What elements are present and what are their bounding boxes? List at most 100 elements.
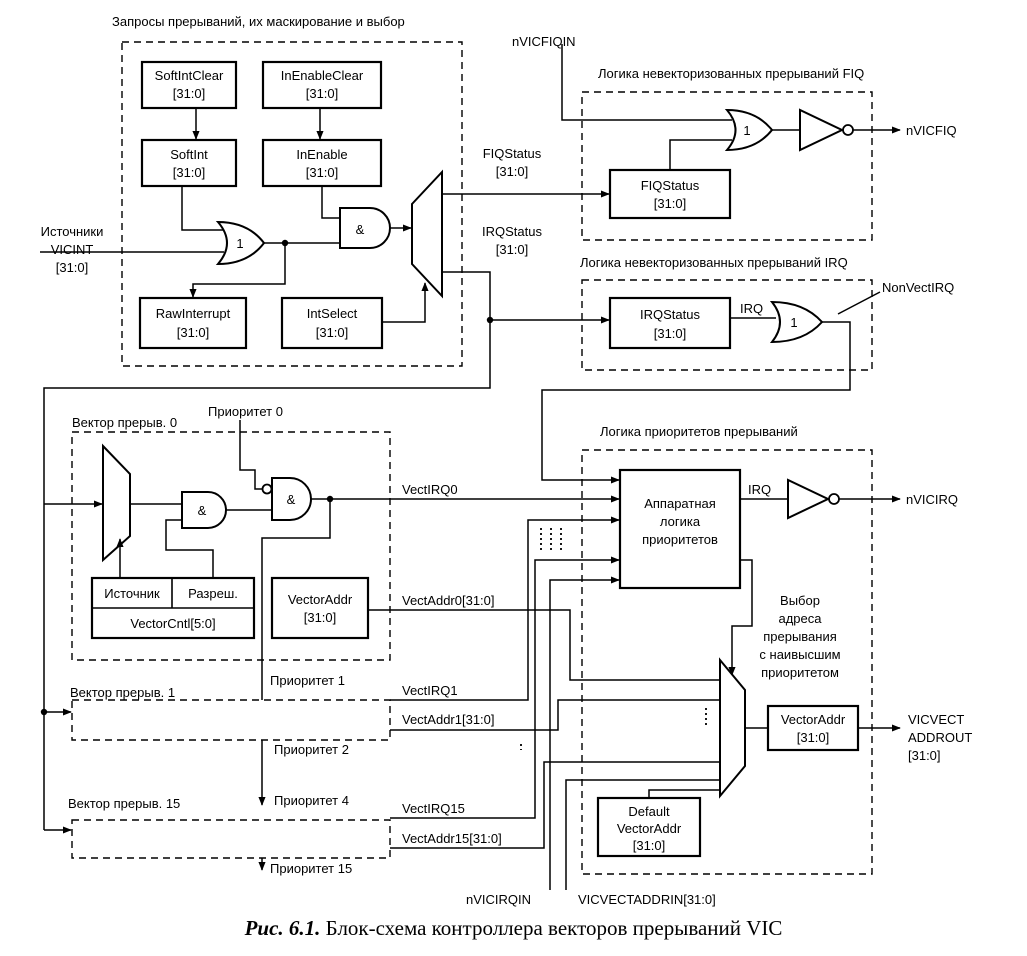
or-gate-irq-label: 1: [790, 315, 797, 330]
or-gate-fiq: [724, 108, 774, 152]
vector1-group: [71, 699, 391, 741]
addr-select-line3: прерывания: [763, 629, 837, 644]
priority0-label: Приоритет 0: [208, 404, 283, 419]
wire-nvicfiqin: [561, 44, 732, 121]
vectaddr1-label: VectAddr1[31:0]: [402, 712, 495, 727]
default-vectoraddr-line3: [31:0]: [633, 838, 666, 853]
wire-intselect-mux: [382, 282, 429, 323]
vectoraddr0-register: [270, 576, 370, 640]
wire-vectirq15: [390, 556, 620, 819]
irq-priority-out-label: IRQ: [748, 482, 771, 497]
wire-hw-priority-mux: [728, 559, 753, 676]
nvicirq-label: nVICIRQ: [906, 492, 958, 507]
vector15-title: Вектор прерыв. 15: [68, 796, 180, 811]
wire-vicvectaddrin: [565, 779, 719, 890]
hw-priority-logic-block: [618, 468, 742, 590]
wire-priority0: [239, 420, 262, 490]
vectoraddr-output-label: VectorAddr: [781, 712, 846, 727]
addr-select-line5: приоритетом: [761, 665, 839, 680]
fiq-logic-title: Логика невекторизованных прерываний FIQ: [598, 66, 864, 81]
wire-inenable-and: [321, 186, 340, 219]
vectirq0-label: VectIRQ0: [402, 482, 458, 497]
inenable-range: [31:0]: [306, 165, 339, 180]
wire-vectaddr1: [390, 699, 719, 731]
wire-nonvectirq: [541, 321, 851, 484]
or-gate-requests: [215, 220, 266, 266]
wire-vectaddr15: [390, 761, 719, 849]
fiqstatus-bus-label1: FIQStatus: [483, 146, 542, 161]
nvicfiqin-label: nVICFIQIN: [512, 34, 576, 49]
priority-logic-group: [581, 449, 873, 875]
figure-number: Рис. 6.1.: [244, 916, 321, 940]
irqstatus-register: [608, 296, 732, 350]
irqstatus-bus-label1: IRQStatus: [482, 224, 542, 239]
fiqstatus-bus-label2: [31:0]: [496, 164, 529, 179]
and-gate-vector0-priority-label: &: [287, 492, 296, 507]
vicvectaddrout-line1: VICVECT: [908, 712, 964, 727]
irqstatus-range: [31:0]: [654, 326, 687, 341]
irq-inverter: [787, 478, 831, 520]
vectirq1-label: VectIRQ1: [402, 683, 458, 698]
hw-priority-line3: приоритетов: [642, 532, 718, 547]
requests-title: Запросы прерываний, их маскирование и вы…: [112, 14, 405, 29]
wire-softint-or: [181, 186, 224, 231]
vector0-group: [71, 431, 391, 661]
fiq-inverter-bubble: [842, 124, 854, 136]
wire-enable-and-small: [165, 519, 214, 578]
irq-logic-group: [581, 279, 873, 371]
priority4-label: Приоритет 4: [274, 793, 349, 808]
wire-priority1-out: [261, 499, 331, 700]
junction-vector1: [40, 708, 48, 716]
default-vectoraddr-line1: Default: [628, 804, 670, 819]
and-gate-vector0-enable: [181, 491, 227, 529]
vectaddr0-label: VectAddr0[31:0]: [402, 593, 495, 608]
softint-register: [140, 138, 238, 188]
wire-irqstatus-vectors: [43, 320, 491, 830]
vicvectaddrout-line3: [31:0]: [908, 748, 941, 763]
fiq-logic-group: [581, 91, 873, 241]
rawinterrupt-register: [138, 296, 248, 350]
rawinterrupt-label: RawInterrupt: [156, 306, 231, 321]
inenableclear-range: [31:0]: [306, 86, 339, 101]
wire-mux-irqstatus: [442, 271, 491, 320]
softint-range: [31:0]: [173, 165, 206, 180]
sources-label-line1: Источники: [41, 224, 104, 239]
softint-label: SoftInt: [170, 147, 208, 162]
vectoraddr0-label: VectorAddr: [288, 592, 353, 607]
wire-vectaddr0: [368, 609, 719, 681]
vectoraddr0-range: [31:0]: [304, 610, 337, 625]
inenableclear-register: [261, 60, 383, 110]
sources-label-line2: VICINT: [51, 242, 94, 257]
requests-group: [121, 41, 463, 367]
enable-field-label: Разреш.: [188, 586, 238, 601]
inenableclear-label: InEnableClear: [281, 68, 364, 83]
softintclear-label: SoftIntClear: [155, 68, 224, 83]
vector0-title: Вектор прерыв. 0: [72, 415, 177, 430]
or-gate-fiq-label: 1: [743, 123, 750, 138]
status-select-mux: [411, 169, 443, 299]
vectirq15-label: VectIRQ15: [402, 801, 465, 816]
source-field-label: Источник: [104, 586, 160, 601]
ellipsis-irq-inputs: [540, 528, 562, 552]
hw-priority-line2: логика: [660, 514, 701, 529]
intselect-register: [280, 296, 384, 350]
priority1-label: Приоритет 1: [270, 673, 345, 688]
wire-vectirq1: [390, 516, 620, 701]
vectaddr15-label: VectAddr15[31:0]: [402, 831, 502, 846]
rawinterrupt-range: [31:0]: [177, 325, 210, 340]
irq-inverter-bubble: [828, 493, 840, 505]
softintclear-range: [31:0]: [173, 86, 206, 101]
address-select-mux: [719, 657, 746, 799]
priority15-label: Приоритет 15: [270, 861, 352, 876]
addr-select-line2: адреса: [778, 611, 822, 626]
inenable-label: InEnable: [296, 147, 347, 162]
nvicirqin-label: nVICIRQIN: [466, 892, 531, 907]
nvicfiq-label: nVICFIQ: [906, 123, 957, 138]
vectorcntl-label: VectorCntl[5:0]: [130, 616, 215, 631]
irqstatus-label: IRQStatus: [640, 307, 700, 322]
vector1-title: Вектор прерыв. 1: [70, 685, 175, 700]
or-gate-irq: [769, 300, 824, 344]
wire-or-rawinterrupt: [189, 243, 286, 298]
and-gate-vector0-enable-label: &: [198, 503, 207, 518]
nonvectirq-label: NonVectIRQ: [882, 280, 954, 295]
